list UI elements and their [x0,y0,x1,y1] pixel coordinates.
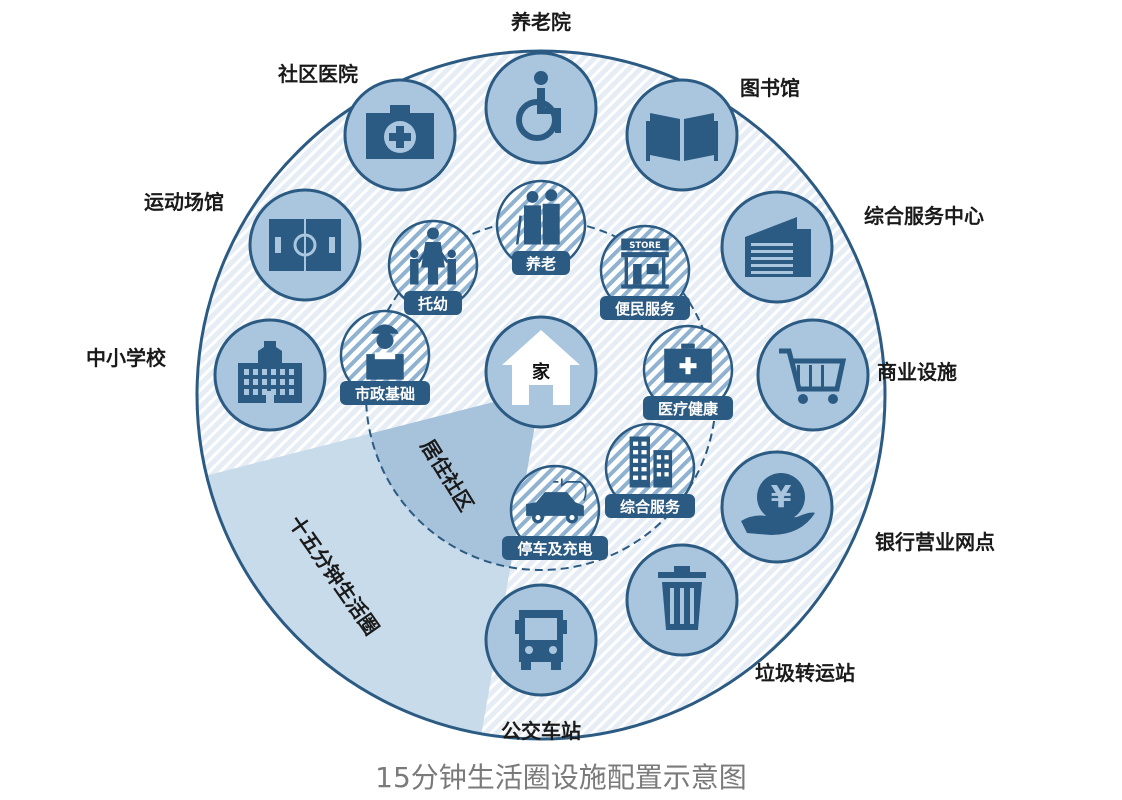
svg-text:STORE: STORE [629,241,661,251]
inner-facility-node[interactable]: 停车及充电 [502,464,608,560]
inner-facility-label: 养老 [525,255,556,273]
trash-can-icon [658,566,706,630]
outer-facility-label: 银行营业网点 [875,530,995,554]
sports-field-icon [269,219,341,271]
inner-facility-node[interactable]: 养老 [495,179,587,275]
outer-facility-node[interactable]: 公交车站 [484,583,598,743]
outer-facility-label: 中小学校 [86,346,167,370]
outer-facility-node[interactable]: 社区医院 [277,62,457,192]
shopping-cart-icon [779,348,847,404]
inner-facility-label: 便民服务 [615,300,676,318]
electric-car-icon [526,478,587,524]
wedge-inner [366,390,541,570]
first-aid-kit-icon [664,343,712,383]
inner-facility-label: 医疗健康 [658,400,719,418]
store-icon: STORE [621,238,669,289]
outer-facility-node[interactable]: ¥ 银行营业网点 [720,450,995,564]
inner-facility-node[interactable]: 市政基础 [339,309,431,405]
inner-facility-label: 综合服务 [620,498,681,516]
school-icon [238,341,302,403]
inner-facility-label: 市政基础 [355,385,415,403]
outer-facility-node[interactable]: 商业设施 [756,318,957,432]
outer-facility-label: 综合服务中心 [864,204,984,228]
family-icon [410,227,456,285]
outer-facility-node[interactable]: 养老院 [484,10,598,165]
worker-icon [366,324,404,380]
outer-facility-node[interactable]: 中小学校 [86,318,327,432]
house-icon [502,330,580,405]
wheelchair-icon [516,71,561,141]
outer-facility-node[interactable]: 综合服务中心 [720,190,984,304]
home-label: 家 [532,361,551,383]
inner-facility-label: 托幼 [418,295,448,313]
yuan-hand-icon: ¥ [741,473,815,535]
office-buildings-icon [629,436,673,488]
building-icon [745,217,811,277]
book-icon [646,113,718,161]
medical-kit-icon [366,105,434,159]
outer-facility-node[interactable]: 垃圾转运站 [625,543,855,685]
outer-facility-label: 运动场馆 [144,190,224,214]
outer-facility-label: 社区医院 [277,62,358,86]
outer-facility-label: 图书馆 [740,76,800,100]
outer-facility-label: 商业设施 [877,360,957,384]
outer-facility-node[interactable]: 运动场馆 [144,188,362,302]
inner-facility-node[interactable]: 综合服务 [604,422,696,518]
outer-facility-node[interactable]: 图书馆 [625,76,800,192]
bus-icon [515,610,567,670]
svg-text:¥: ¥ [771,480,792,515]
inner-facility-node[interactable]: 托幼 [387,219,479,315]
inner-facility-label: 停车及充电 [517,540,592,558]
inner-facility-node[interactable]: 医疗健康 [642,324,734,420]
elderly-couple-icon [515,189,560,245]
inner-facility-node[interactable]: STORE 便民服务 [599,224,691,320]
outer-facility-label: 养老院 [510,10,571,34]
outer-facility-label: 垃圾转运站 [755,661,855,685]
caption: 15分钟生活圈设施配置示意图 [375,761,747,794]
outer-facility-label: 公交车站 [501,719,581,743]
home-node[interactable]: 家 [484,315,598,429]
